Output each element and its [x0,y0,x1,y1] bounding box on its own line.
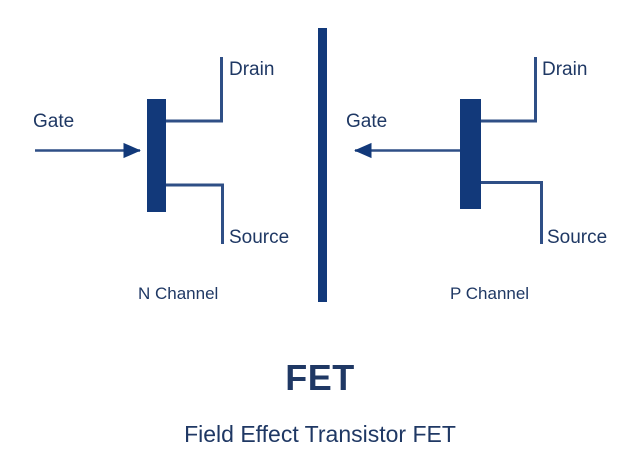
p-channel-drain-lead [481,57,537,123]
p-channel-symbol [354,57,543,244]
p-channel-drain-label: Drain [542,59,588,80]
n-channel-gate-label: Gate [33,111,75,132]
n-channel-source-lead [166,183,224,244]
p-channel-gate-bar [460,99,481,209]
p-channel-gate-label: Gate [346,111,388,132]
n-channel-gate-bar [147,99,166,212]
p-channel-source-lead [481,181,543,244]
p-channel-source-label: Source [547,227,608,248]
n-channel-caption: N Channel [138,284,219,303]
n-channel-symbol [35,57,224,244]
n-channel-drain-lead [166,57,223,123]
n-channel-source-label: Source [229,227,290,248]
diagram-caption: Field Effect Transistor FET [184,421,456,447]
n-channel-drain-label: Drain [229,59,275,80]
diagram-title: FET [285,357,355,398]
vertical-divider [318,28,327,302]
p-channel-caption: P Channel [450,284,530,303]
